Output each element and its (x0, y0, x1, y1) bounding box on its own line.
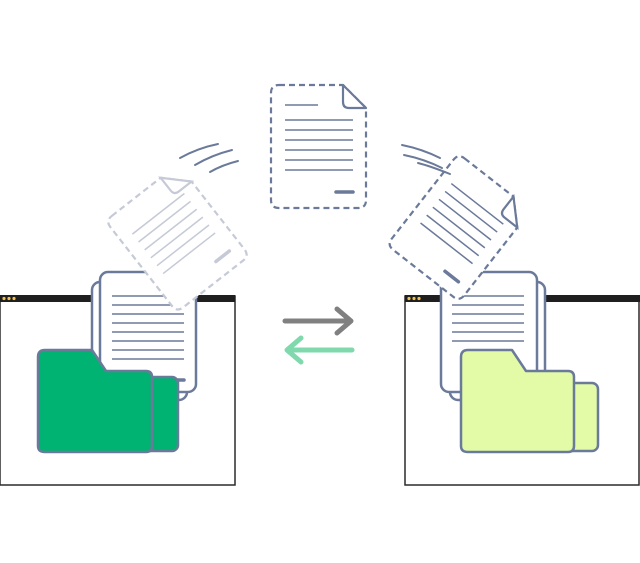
motion-lines-icon (401, 144, 451, 175)
arrow-left-icon (284, 335, 355, 365)
document-lines (452, 295, 524, 342)
swap-arrows-icon (282, 306, 355, 365)
floating-document-icon (269, 83, 368, 210)
left-folder-icon (36, 348, 180, 454)
arrow-right-icon (282, 306, 354, 336)
right-folder-icon (459, 348, 600, 454)
floating-document-icon (107, 176, 248, 311)
floating-document-icon (388, 155, 519, 300)
motion-lines-icon (179, 143, 239, 173)
